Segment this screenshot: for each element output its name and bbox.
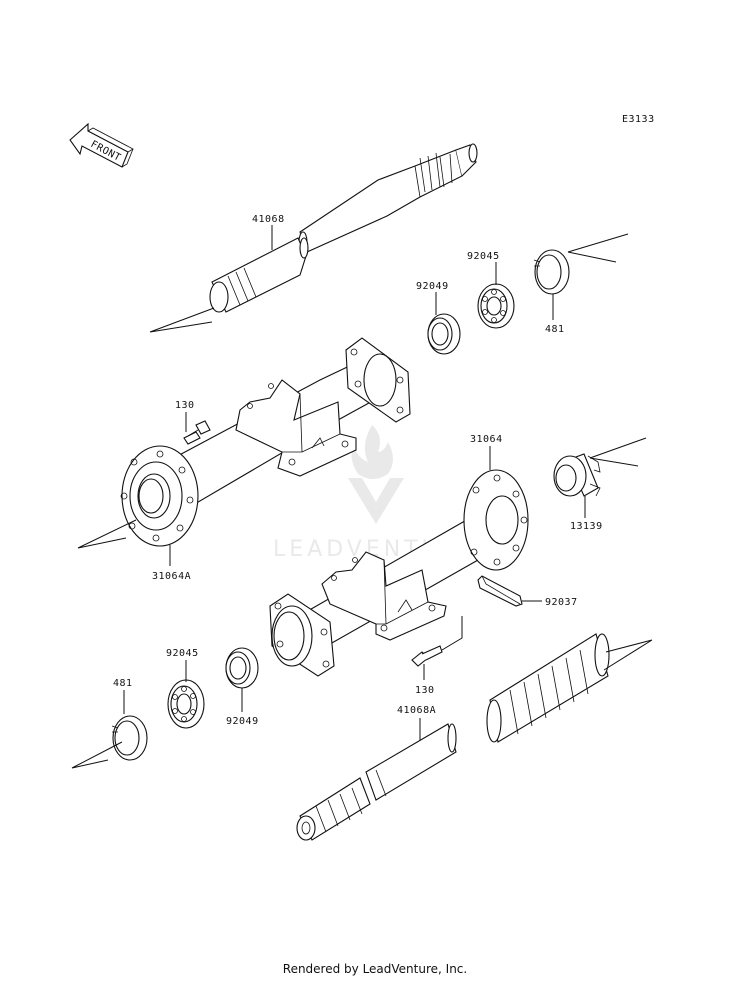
circlip-481-top: [533, 249, 570, 295]
seal-92049-bottom: [225, 647, 259, 689]
bearing-92045-top: [477, 283, 515, 329]
label-31064A: 31064A: [152, 571, 191, 582]
label-130-bottom: 130: [415, 685, 435, 696]
collar-13139: [553, 453, 601, 497]
bolt-130-top: [183, 420, 211, 445]
label-481-bottom: 481: [113, 678, 133, 689]
axle-shaft-41068A: [296, 633, 610, 841]
seal-92049-top: [427, 313, 461, 355]
flame-icon: [351, 425, 393, 479]
diagram-code: E3133: [622, 114, 655, 125]
axle-shaft-41068: [209, 143, 478, 313]
axle-housing-31064: [269, 469, 529, 677]
bearing-92045-bottom: [167, 679, 205, 729]
label-130-top: 130: [175, 400, 195, 411]
axle-housing-31064A: [120, 337, 411, 547]
footer-credit: Rendered by LeadVenture, Inc.: [282, 962, 468, 976]
label-41068A: 41068A: [397, 705, 436, 716]
label-481-top: 481: [545, 324, 565, 335]
label-92049-bottom: 92049: [226, 716, 259, 727]
label-13139: 13139: [570, 521, 603, 532]
bolt-130-bottom: [411, 645, 443, 667]
label-92045-top: 92045: [467, 251, 500, 262]
circlip-481-bottom: [111, 715, 148, 761]
label-92049-top: 92049: [416, 281, 449, 292]
centerline-pointer: [149, 307, 215, 333]
label-41068: 41068: [252, 214, 285, 225]
label-92045-bottom: 92045: [166, 648, 199, 659]
v-logo-icon: [348, 478, 404, 524]
label-31064: 31064: [470, 434, 503, 445]
front-direction-arrow: FRONT: [69, 122, 134, 168]
label-92037: 92037: [545, 597, 578, 608]
breather-92037: [477, 575, 523, 607]
